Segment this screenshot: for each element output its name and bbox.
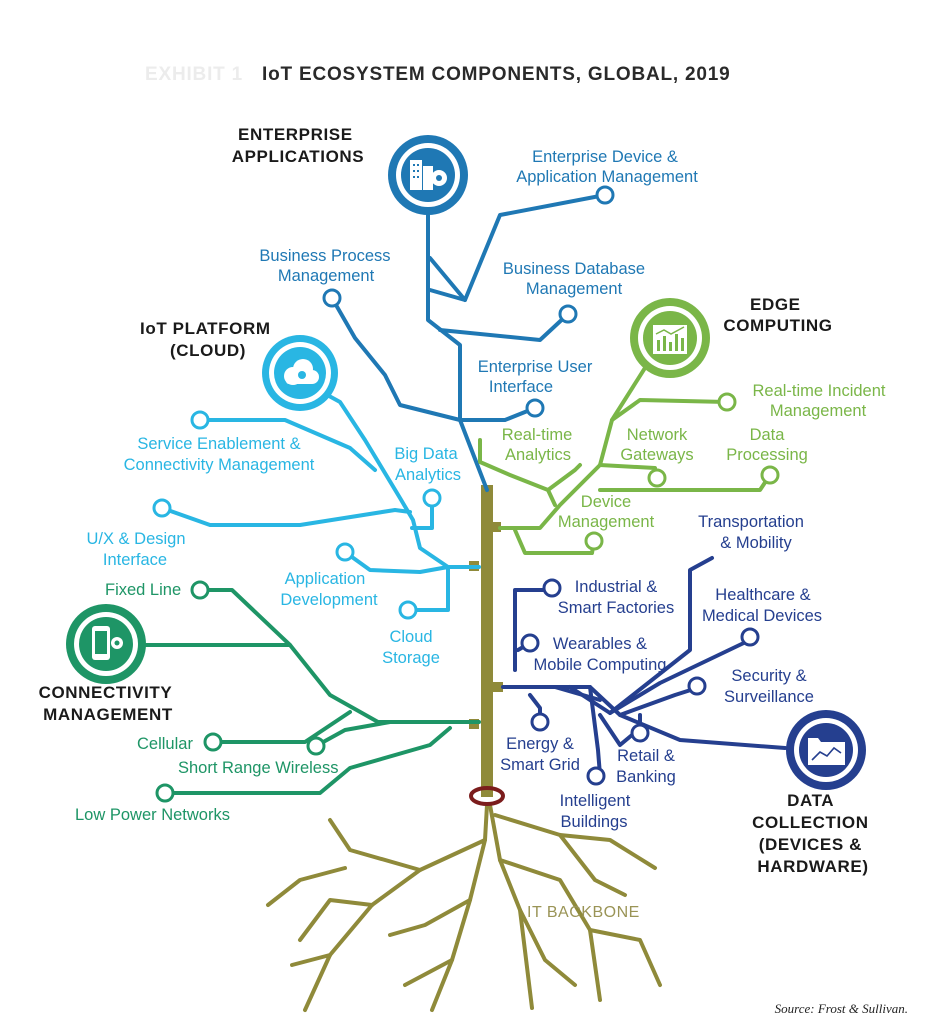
phone-gear-icon [92,626,123,660]
edge-hub [630,298,710,378]
cellular-node [203,732,223,752]
energy-label: Energy &Smart Grid [500,735,580,774]
enterprise-branch [330,193,607,492]
cloud-storage-node [398,600,418,620]
platform-dots [152,410,442,620]
incident-node [717,392,737,412]
bar-chart-icon [653,325,687,354]
edge-dots [584,392,780,551]
healthcare-label: Healthcare &Medical Devices [702,586,822,625]
cloud-gear-icon [284,359,319,385]
healthcare-node [740,627,760,647]
db-mgmt-node [558,304,578,324]
cellular-label: Cellular [137,735,193,753]
wearables-label: Wearables &Mobile Computing [534,635,667,674]
security-node [687,676,707,696]
edge-header: EDGE COMPUTING [723,295,832,335]
service-node [190,410,210,430]
device-mgmt-node [584,531,604,551]
trunk-ring [469,786,505,806]
building-gear-icon [410,160,447,190]
lpn-node [155,783,175,803]
ux-node [152,498,172,518]
folder-chart-icon [808,738,845,765]
enterprise-hub [388,135,468,215]
platform-header: IoT PLATFORM (CLOUD) [140,319,276,360]
enterprise-device-mgmt-label: Enterprise Device &Application Managemen… [516,148,698,186]
data-dots [520,578,760,786]
user-interface-node [525,398,545,418]
retail-node [630,723,650,743]
source-note: Source: Frost & Sullivan. [775,1001,908,1016]
it-backbone-label: IT BACKBONE [527,904,640,921]
industrial-node [542,578,562,598]
lpn-label: Low Power Networks [75,806,230,824]
app-dev-node [335,542,355,562]
platform-branch [160,378,481,612]
bpm-node [322,288,342,308]
retail-label: Retail &Banking [616,747,676,786]
fixed-line-node [190,580,210,600]
backbone-roots [266,803,662,1012]
short-range-node [306,736,326,756]
connectivity-header: CONNECTIVITY MANAGEMENT [39,683,178,724]
enterprise-device-mgmt-node [595,185,615,205]
diagram-title: IoT ECOSYSTEM COMPONENTS, GLOBAL, 2019 [262,64,731,85]
processing-node [760,465,780,485]
industrial-label: Industrial &Smart Factories [558,578,674,617]
wearables-node [520,633,540,653]
buildings-node [586,766,606,786]
enterprise-dots [322,185,615,418]
title-faded-prefix: EXHIBIT 1 [145,64,243,85]
trunk [481,485,493,797]
connectivity-dots [155,580,326,803]
energy-node [530,712,550,732]
data-header: DATA COLLECTION (DEVICES & HARDWARE) [752,791,874,876]
transport-label: Transportation& Mobility [698,513,804,552]
connectivity-branch [143,588,481,795]
short-range-label: Short Range Wireless [178,759,338,777]
enterprise-header: ENTERPRISE APPLICATIONS [232,125,365,166]
big-data-node [422,488,442,508]
security-label: Security &Surveillance [724,667,814,706]
service-label: Service Enablement &Connectivity Managem… [124,435,315,474]
gateways-node [647,468,667,488]
connectivity-hub [66,604,146,684]
platform-hub [262,335,338,411]
fixed-line-label: Fixed Line [105,581,181,599]
data-hub [786,710,866,790]
